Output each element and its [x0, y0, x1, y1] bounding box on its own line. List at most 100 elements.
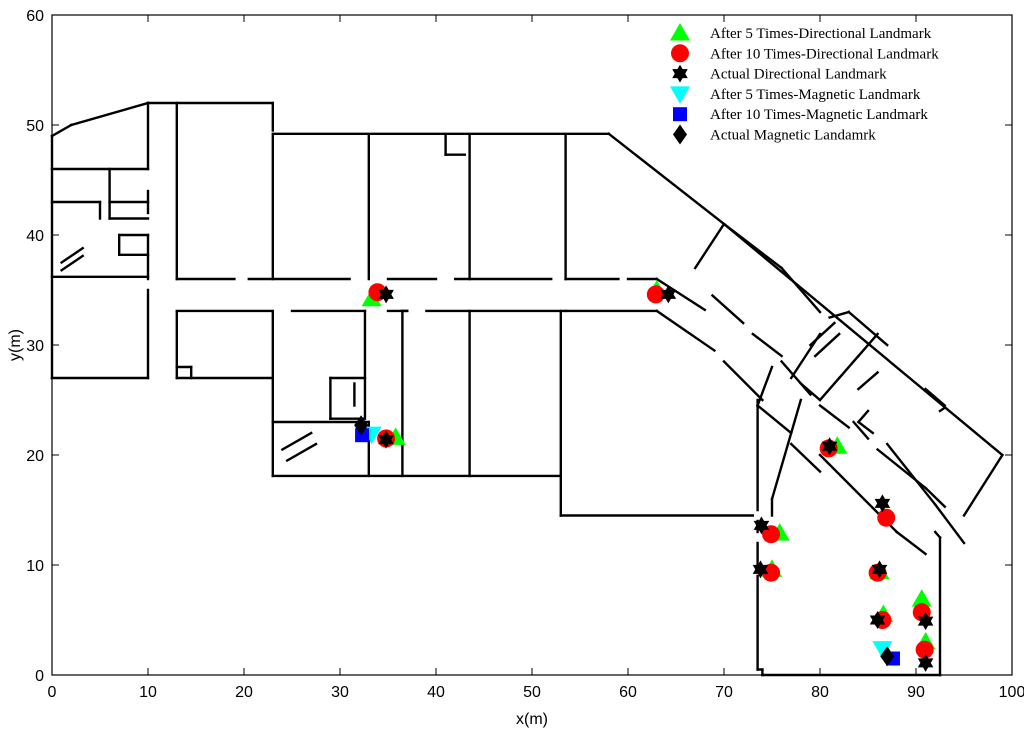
x-tick-label: 50 [523, 684, 541, 701]
x-tick-label: 30 [331, 684, 349, 701]
hexagram-point [660, 285, 677, 304]
hexagram-point-tri-b [660, 289, 677, 304]
hexagram-point-tri-b [917, 616, 934, 631]
hexagram-point-tri-b [752, 564, 769, 579]
wall-segment [722, 359, 765, 402]
data-markers [354, 280, 936, 672]
circle-point [877, 508, 896, 527]
legend: After 5 Times-Directional LandmarkAfter … [670, 23, 939, 145]
circle-point [646, 285, 665, 304]
wall-segment [655, 309, 717, 353]
legend-marker [670, 23, 690, 41]
hexagram-point [821, 437, 838, 456]
legend-entry-label: After 10 Times-Directional Landmark [710, 46, 939, 62]
wall-segment [779, 266, 822, 314]
wall-segment [280, 431, 313, 452]
hexagram-point [752, 560, 769, 579]
wall-segment [923, 387, 947, 408]
hexagram-point [871, 560, 888, 579]
diamond-point [880, 646, 895, 667]
wall-segment [655, 277, 707, 312]
x-tick-label: 40 [427, 684, 445, 701]
wall-segment [59, 254, 85, 272]
y-tick-label: 60 [26, 8, 44, 25]
legend-marker [671, 44, 689, 63]
triangle-down-point [872, 641, 893, 659]
y-axis-label: y(m) [7, 329, 24, 361]
legend-marker [670, 86, 690, 104]
hexagram-point [869, 611, 886, 629]
x-axis-label: x(m) [516, 711, 548, 728]
x-tick-label: 20 [235, 684, 253, 701]
wall-segment [607, 132, 726, 226]
x-tick-label: 10 [139, 684, 157, 701]
y-tick-label: 30 [26, 338, 44, 355]
wall-segment [933, 530, 942, 540]
y-tick-label: 20 [26, 448, 44, 465]
hexagram-point-tri-b [871, 564, 888, 579]
hexagram-point-tri-b [821, 441, 838, 456]
series-triangle-up [361, 280, 936, 650]
wall-segment [755, 403, 793, 435]
wall-segment [837, 354, 861, 380]
wall-segment [710, 293, 745, 325]
wall-segment [856, 409, 870, 424]
legend-entry-label: Actual Directional Landmark [710, 67, 887, 83]
wall-segment [722, 222, 784, 270]
hexagram-point-tri-b [917, 658, 934, 672]
wall-segment [756, 365, 774, 408]
triangle-up-point [911, 589, 932, 607]
wall-segment [895, 530, 928, 556]
legend-entry-label: After 5 Times-Directional Landmark [710, 26, 932, 42]
wall-segment [789, 332, 822, 380]
wall-segment [693, 222, 726, 270]
wall-segment [856, 420, 875, 435]
circle-point [762, 563, 781, 582]
wall-segment [50, 123, 73, 138]
series-triangle-down [361, 426, 893, 659]
hexagram-point [917, 612, 934, 631]
hexagram-point-tri-b [869, 615, 886, 629]
x-tick-label: 90 [907, 684, 925, 701]
hexagram-point-tri-b [378, 289, 394, 304]
wall-segment [751, 332, 784, 358]
x-tick-label: 60 [619, 684, 637, 701]
legend-entry-label: After 10 Times-Magnetic Landmark [710, 107, 928, 123]
y-tick-label: 0 [35, 668, 44, 685]
hexagram-point [378, 430, 394, 449]
legend-marker-tri-b [672, 69, 688, 83]
wall-segment [813, 332, 841, 358]
diamond-point [354, 415, 369, 436]
legend-marker [673, 107, 687, 122]
wall-segment [818, 376, 841, 402]
wall-segment [938, 406, 947, 413]
hexagram-point [917, 653, 934, 672]
wall-segment [923, 486, 947, 509]
wall-segment [770, 398, 803, 501]
wall-segment [885, 442, 937, 507]
wall-segment [69, 101, 150, 127]
y-tick-label: 50 [26, 118, 44, 135]
series-circle [368, 283, 934, 659]
series-diamond [354, 415, 895, 667]
wall-segment [856, 370, 880, 391]
hexagram-point-tri-b [378, 435, 394, 449]
legend-entry-label: After 5 Times-Magnetic Landmark [710, 87, 921, 103]
wall-segment [856, 332, 880, 358]
hexagram-point [753, 516, 770, 535]
circle-point [915, 640, 934, 659]
series-hexagram [378, 285, 934, 672]
wall-segment [933, 502, 966, 545]
legend-marker [673, 124, 687, 145]
x-tick-label: 0 [48, 684, 57, 701]
series-square [355, 428, 900, 666]
wall-segment [59, 246, 85, 265]
square-point [355, 428, 370, 443]
floor-plan [50, 101, 1005, 677]
hexagram-point [874, 494, 891, 513]
wall-segment [828, 310, 851, 319]
wall-segment [722, 222, 1005, 457]
wall-segment [851, 420, 870, 441]
